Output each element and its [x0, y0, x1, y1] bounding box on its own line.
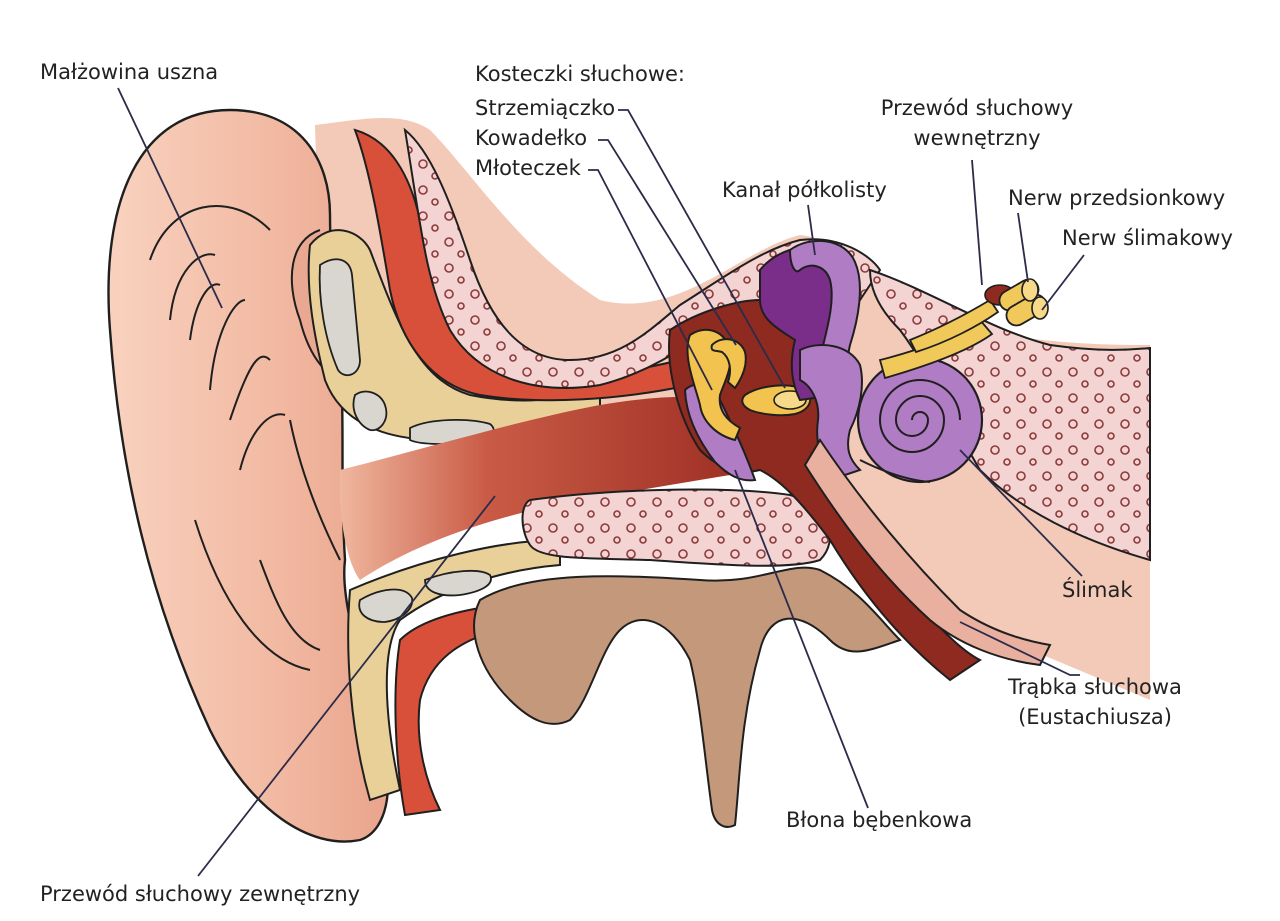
label-slimak: Ślimak: [1062, 578, 1133, 602]
leader-blona: [734, 469, 869, 809]
leader-trabka: [959, 621, 1080, 676]
eustachian-tube: [803, 438, 1052, 667]
label-blona-bebenkowa: Błona bębenkowa: [786, 808, 973, 832]
mastoid: [473, 566, 902, 828]
leader-nerw-slimakowy: [1041, 254, 1085, 311]
leader-mloteczek: [588, 169, 713, 391]
leader-kowadelko: [598, 139, 737, 346]
leader-nerw-przedsionkowy: [1017, 212, 1029, 283]
lower-canal-wall: [347, 538, 561, 817]
leader-kanal: [807, 204, 816, 256]
label-przewod-wewnetrzny-line2: wewnętrzny: [913, 126, 1041, 150]
leader-slimak: [959, 449, 1083, 577]
label-nerw-slimakowy: Nerw ślimakowy: [1062, 226, 1233, 250]
leader-lines: [117, 87, 1085, 877]
label-przewod-zewnetrzny: Przewód słuchowy zewnętrzny: [40, 882, 361, 906]
label-kowadelko: Kowadełko: [475, 126, 588, 150]
temporal-bone-lower: [521, 488, 831, 567]
ear-canal: [339, 396, 760, 580]
leader-malzowina: [117, 87, 223, 309]
label-kanal-polkolisty: Kanał półkolisty: [722, 178, 887, 202]
label-przewod-wewnetrzny-line1: Przewód słuchowy: [880, 96, 1074, 120]
label-trabka-line2: (Eustachiusza): [1018, 705, 1172, 729]
label-mloteczek: Młoteczek: [475, 156, 581, 180]
ossicles: [686, 328, 812, 442]
leader-przewod-wew: [971, 159, 983, 286]
label-kosteczki-header: Kosteczki słuchowe:: [475, 62, 685, 86]
nerves: [878, 278, 1049, 380]
label-strzemiaczko: Strzemiączko: [475, 96, 616, 120]
leader-przewod-zew: [197, 495, 496, 877]
labyrinth: [759, 239, 984, 484]
leader-strzemiaczko: [618, 109, 786, 389]
label-trabka-line1: Trąbka słuchowa: [1008, 675, 1182, 699]
label-malzowina-uszna: Małżowina uszna: [40, 60, 219, 84]
label-nerw-przedsionkowy: Nerw przedsionkowy: [1008, 186, 1226, 210]
